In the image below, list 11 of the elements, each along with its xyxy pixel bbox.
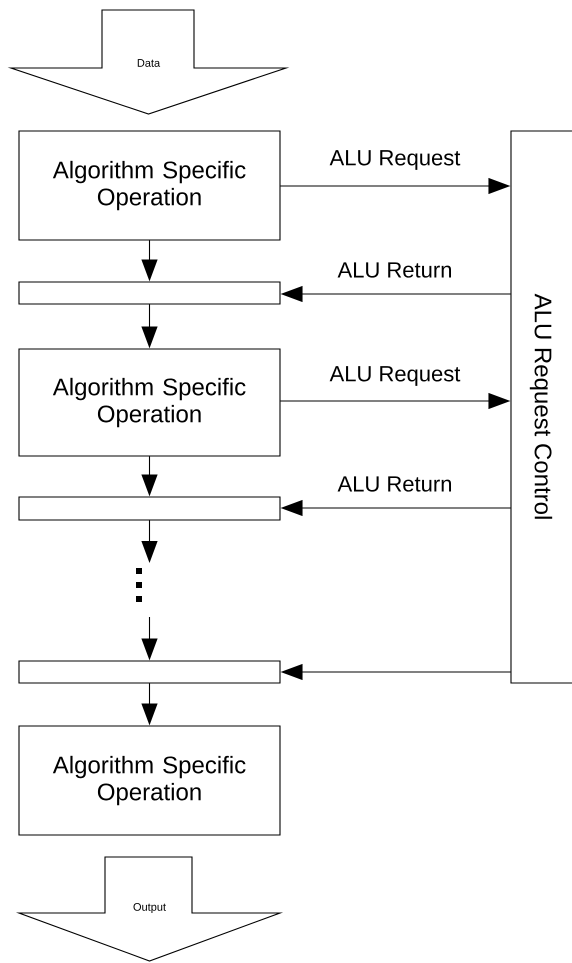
process-box: Algorithm Specific Operation [18, 348, 281, 457]
register-box [18, 496, 281, 521]
edge-label: ALU Request [330, 366, 460, 386]
edge-label: ALU Request [330, 150, 460, 170]
register-box [18, 281, 281, 305]
register-box [18, 660, 281, 684]
edge-label: ALU Return [338, 262, 451, 278]
process-box: Algorithm Specific Operation [18, 130, 281, 241]
process-box: Algorithm Specific Operation [18, 725, 281, 836]
control-box: ALU Request Control [510, 130, 572, 684]
edge-label: ALU Return [338, 476, 451, 492]
